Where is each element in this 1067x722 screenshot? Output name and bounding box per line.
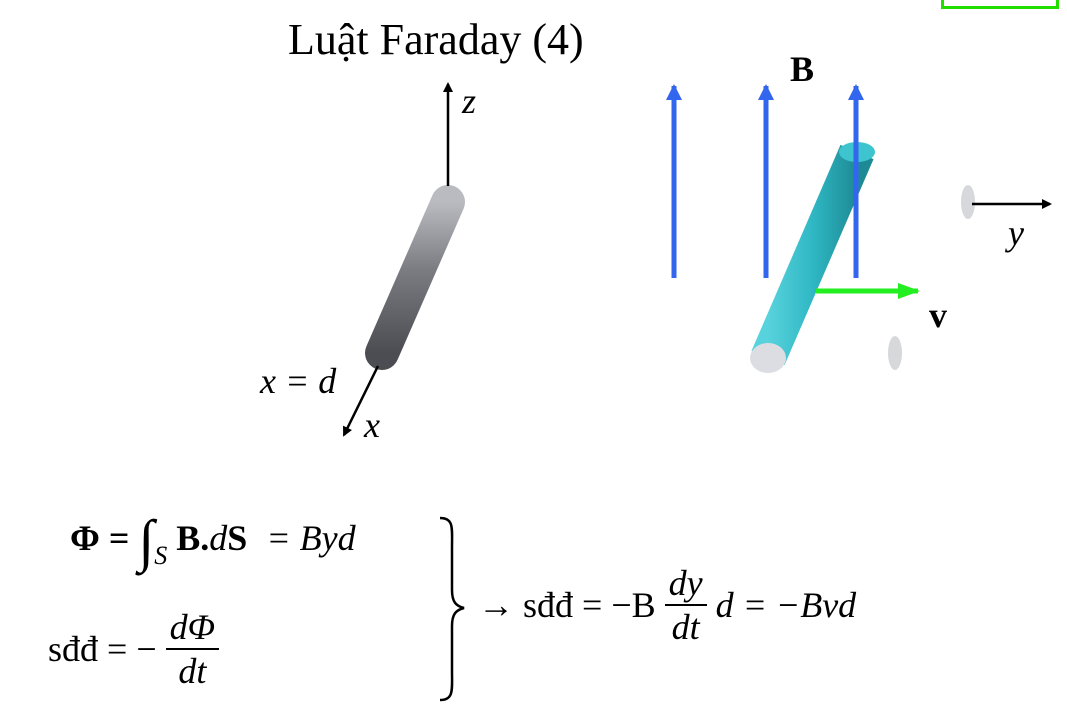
rail-end-far [961, 185, 975, 219]
field-label: B [790, 49, 815, 89]
emf-fraction: dΦ dt [165, 606, 220, 692]
x-axis-label: x [364, 405, 380, 445]
right-brace [439, 516, 465, 702]
x-equals-d-label: x = d [260, 361, 337, 401]
accent-box [941, 0, 1059, 9]
z-axis-label: z [462, 81, 477, 121]
result-rhs: d = −Bvd [715, 585, 857, 625]
result-lhs: sđđ = −B [523, 585, 656, 625]
velocity-label: v [929, 295, 947, 335]
flux-S: S [227, 518, 248, 558]
result-denominator: dt [664, 604, 707, 648]
result-equation: → sđđ = −B dy dt d = −Bvd [478, 562, 856, 648]
result-arrow: → [478, 585, 514, 625]
flux-integrand: B. [176, 518, 210, 558]
surface-subscript: S [154, 541, 168, 570]
emf-equation: sđđ = − dΦ dt [48, 606, 220, 692]
result-numerator: dy [668, 563, 703, 603]
rod-end [750, 343, 786, 373]
rail-end-near [888, 336, 902, 370]
slide-title: Luật Faraday (4) [288, 15, 584, 64]
emf-lhs: sđđ = − [48, 629, 157, 669]
y-axis-label: y [1008, 213, 1024, 253]
flux-rhs: = Byd [266, 518, 356, 558]
integral-sign: ∫ [138, 508, 155, 573]
x-axis [342, 365, 380, 437]
rail-frame [365, 185, 975, 370]
flux-equation: Φ = ∫S B.dS = Byd [70, 512, 356, 571]
result-fraction: dy dt [664, 562, 707, 648]
emf-numerator: dΦ [169, 607, 216, 647]
flux-lhs: Φ = [70, 518, 130, 558]
flux-d: d [209, 518, 228, 558]
emf-denominator: dt [165, 648, 220, 692]
